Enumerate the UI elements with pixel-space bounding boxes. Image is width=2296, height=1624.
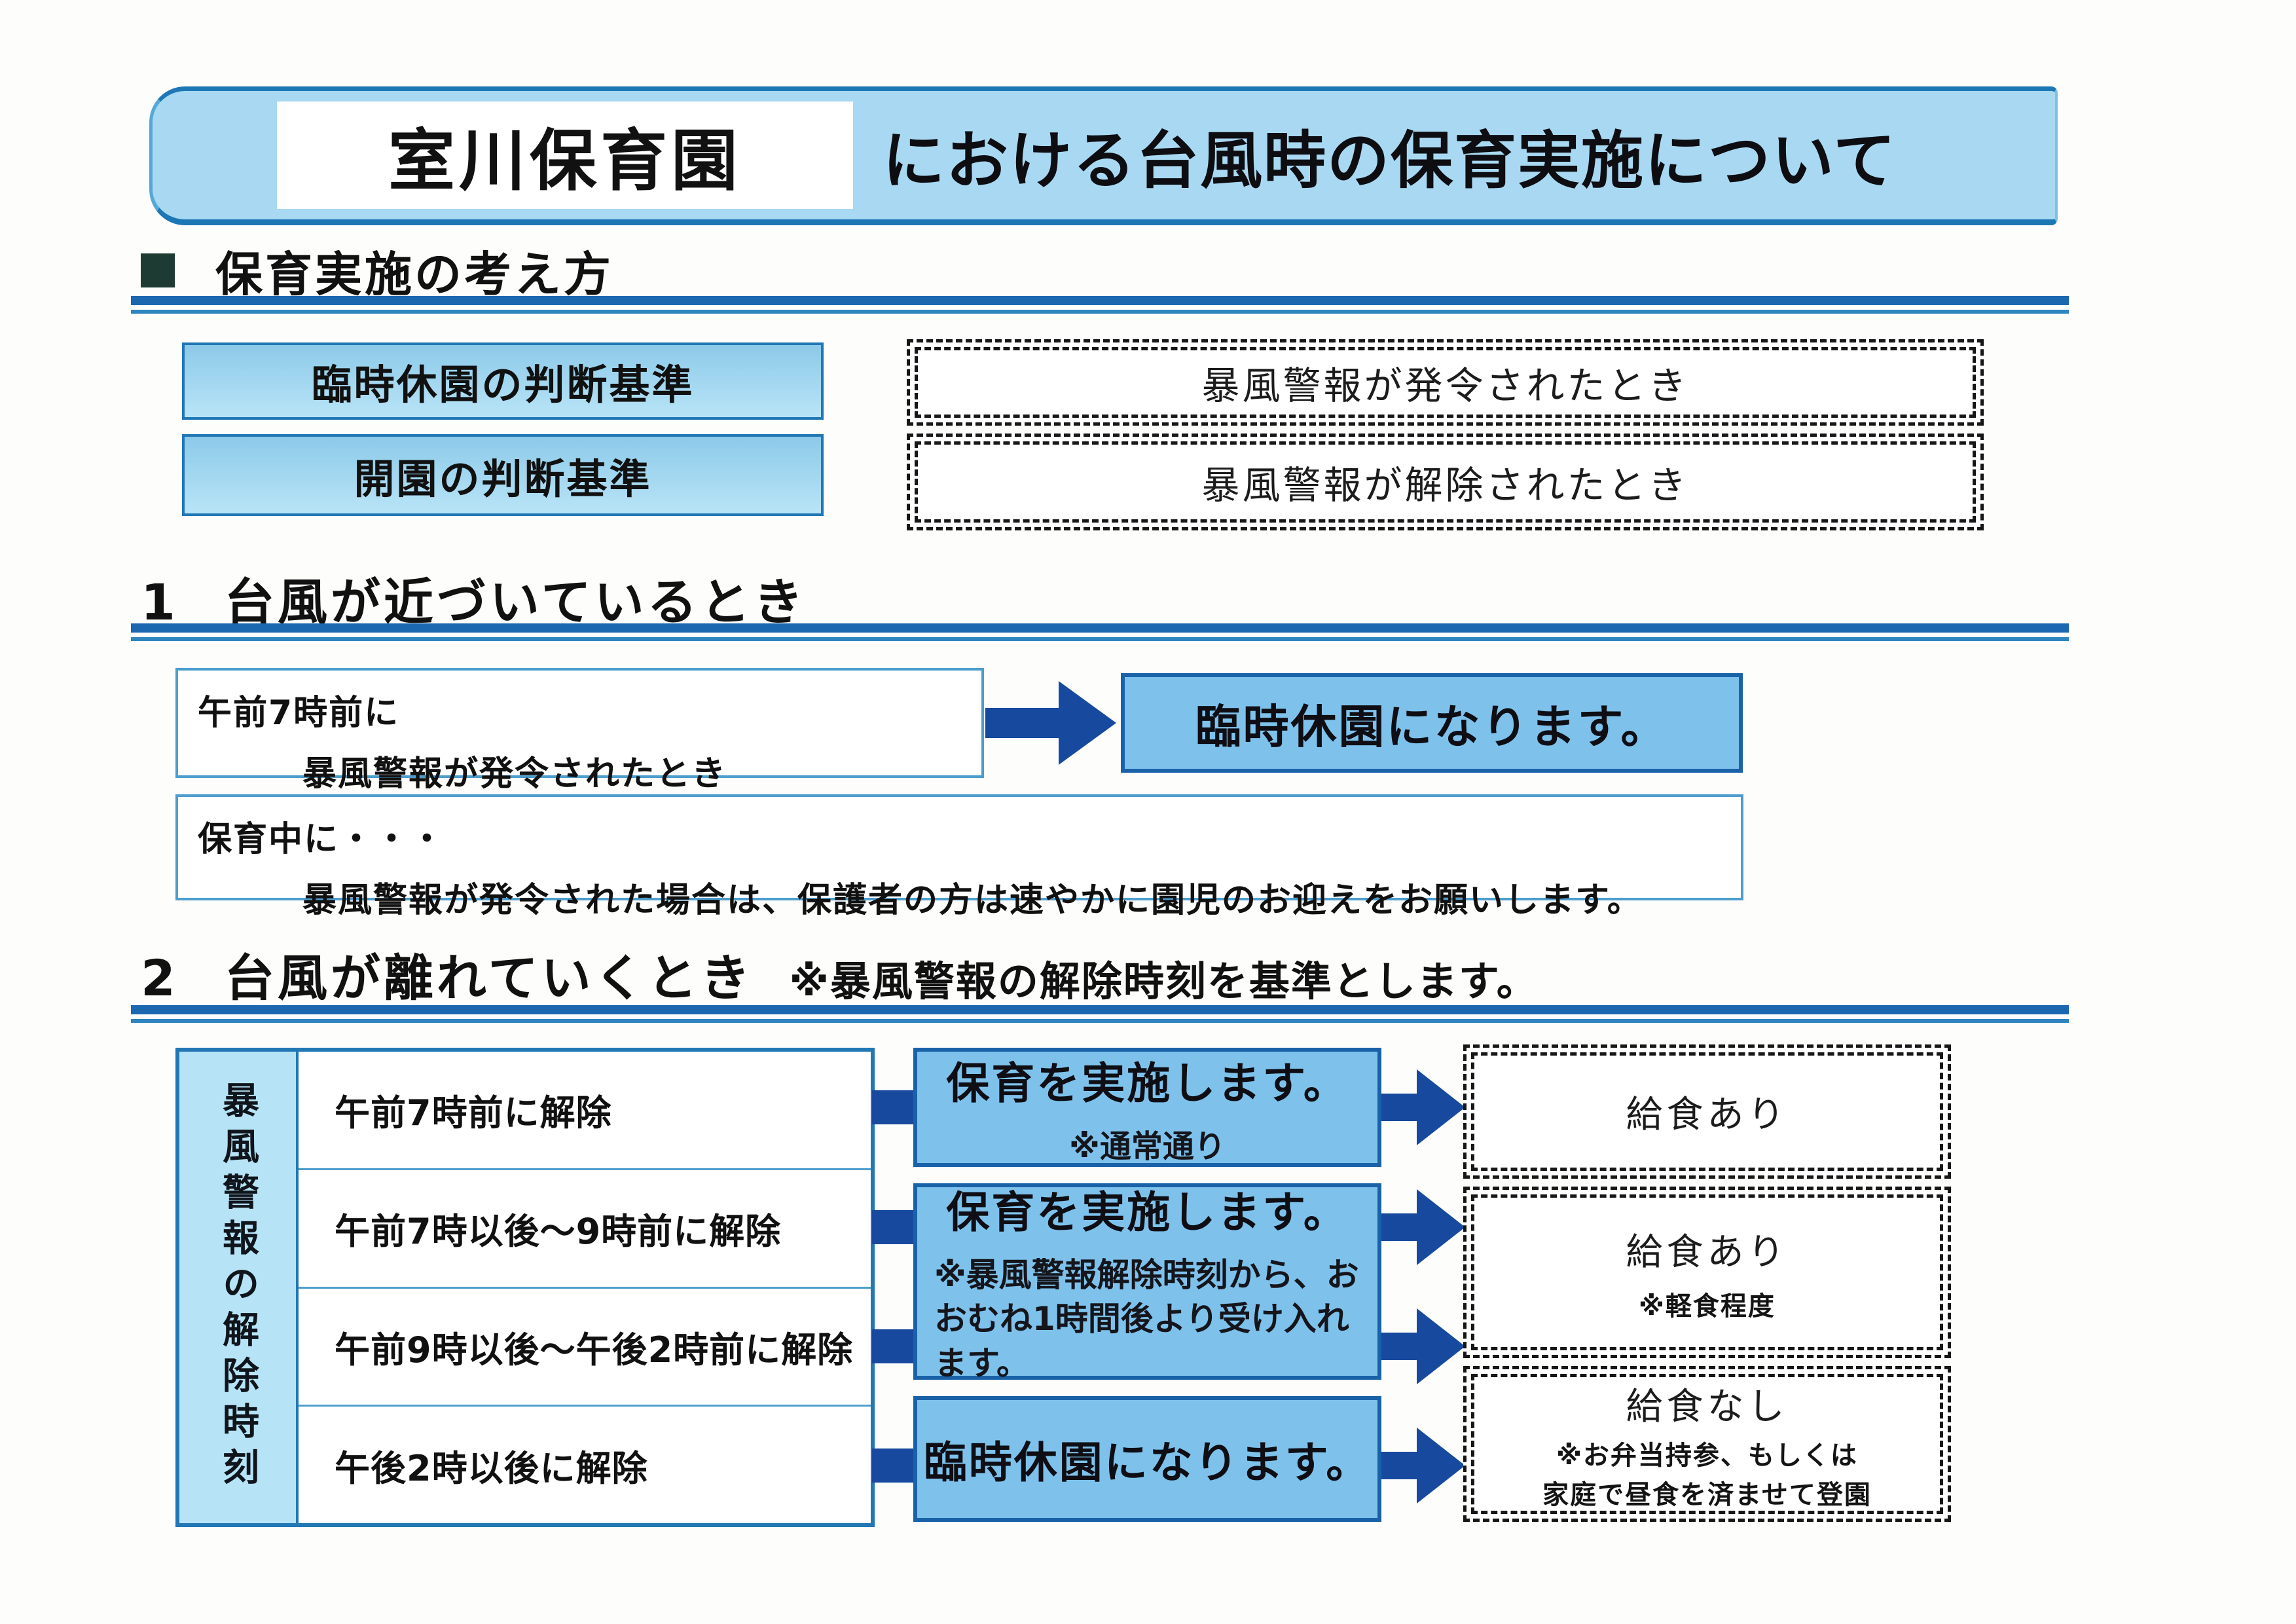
table-row: 午前9時以後～午後2時前に解除 <box>299 1289 871 1407</box>
connector-bar-icon <box>872 1210 915 1244</box>
meal-main: 給食なし <box>1626 1385 1789 1428</box>
opening-criteria-value: 暴風警報が解除されたとき <box>1201 463 1689 507</box>
morning-closure-result: 臨時休園になります。 <box>1195 699 1669 754</box>
during-care-line2: 暴風警報が発令された場合は、保護者の方は速やかに園児のお迎えをお願いします。 <box>302 881 1643 920</box>
meal-note: 家庭で昼食を済ませて登園 <box>1542 1479 1872 1510</box>
connector-bar-icon <box>872 1090 915 1124</box>
section-divider <box>131 296 2069 314</box>
section-policy-title: 保育実施の考え方 <box>215 247 614 302</box>
meal-note: ※お弁当持参、もしくは <box>1556 1440 1858 1471</box>
section2-note: ※暴風警報の解除時刻を基準とします。 <box>789 957 1539 1005</box>
opening-criteria-label: 開園の判断基準 <box>182 434 824 516</box>
right-arrow-icon <box>1381 1308 1465 1384</box>
result-main: 保育を実施します。 <box>946 1058 1349 1109</box>
right-arrow-icon <box>1381 1428 1465 1504</box>
section1-number: 1 <box>141 573 175 631</box>
meal-note: ※軽食程度 <box>1639 1291 1776 1321</box>
closure-criteria-value: 暴風警報が発令されたとき <box>1201 363 1689 408</box>
morning-warning-line1: 午前7時前に <box>198 693 400 733</box>
lift-time-table-header: 暴風警報の解除時刻 <box>179 1052 299 1523</box>
meal-main: 給食あり <box>1626 1230 1789 1274</box>
section-policy-heading: 保育実施の考え方 <box>141 236 613 304</box>
lift-time-table: 暴風警報の解除時刻 午前7時前に解除 午前7時以後～9時前に解除 午前9時以後～… <box>175 1048 875 1527</box>
nursery-name: 室川保育園 <box>277 101 853 209</box>
title-banner: 室川保育園 における台風時の保育実施について <box>149 86 2058 225</box>
connector-bar-icon <box>872 1329 915 1363</box>
section1-heading: 1 台風が近づいているとき <box>141 562 807 634</box>
table-row: 午後2時以後に解除 <box>335 1447 648 1489</box>
section-divider <box>131 623 2069 641</box>
square-bullet-icon <box>141 253 175 287</box>
result-note: ※暴風警報解除時刻から、おおむね1時間後より受け入れます。 <box>934 1255 1359 1382</box>
closure-criteria-value-box: 暴風警報が発令されたとき <box>907 339 1984 426</box>
result-box-closure: 臨時休園になります。 <box>913 1396 1381 1522</box>
meal-main: 給食あり <box>1626 1094 1789 1136</box>
section2-number: 2 <box>141 949 175 1007</box>
opening-criteria-value-box: 暴風警報が解除されたとき <box>907 434 1984 530</box>
page-title: における台風時の保育実施について <box>883 124 1897 197</box>
result-note: ※通常通り <box>1069 1128 1226 1165</box>
meal-box-lunch-light: 給食あり ※軽食程度 <box>1463 1187 1951 1358</box>
section2-title: 台風が離れていくとき <box>224 949 754 1007</box>
result-main: 臨時休園になります。 <box>923 1437 1372 1488</box>
right-arrow-icon <box>1381 1189 1465 1265</box>
result-box-normal-care: 保育を実施します。 ※通常通り <box>913 1048 1381 1167</box>
closure-criteria-label: 臨時休園の判断基準 <box>182 342 824 420</box>
result-box-delayed-care: 保育を実施します。 ※暴風警報解除時刻から、おおむね1時間後より受け入れます。 <box>913 1183 1381 1382</box>
meal-box-lunch-yes: 給食あり <box>1463 1044 1951 1179</box>
table-row: 午前7時前に解除 <box>299 1052 871 1170</box>
section2-heading: 2 台風が離れていくとき ※暴風警報の解除時刻を基準とします。 <box>141 938 1539 1010</box>
section-divider <box>131 1005 2069 1023</box>
table-row: 午前7時以後～9時前に解除 <box>299 1170 871 1289</box>
during-care-box: 保育中に・・・ 暴風警報が発令された場合は、保護者の方は速やかに園児のお迎えをお… <box>175 794 1743 920</box>
section1-title: 台風が近づいているとき <box>224 573 807 631</box>
result-main: 保育を実施します。 <box>946 1187 1349 1238</box>
meal-box-lunch-no: 給食なし ※お弁当持参、もしくは 家庭で昼食を済ませて登園 <box>1463 1366 1951 1522</box>
lift-time-header-text: 暴風警報の解除時刻 <box>216 1081 259 1494</box>
morning-closure-result-box: 臨時休園になります。 <box>1121 673 1743 773</box>
right-arrow-icon <box>985 681 1116 765</box>
right-arrow-icon <box>1381 1069 1465 1145</box>
connector-bar-icon <box>872 1449 915 1483</box>
morning-warning-box: 午前7時前に 暴風警報が発令されたとき <box>175 668 984 794</box>
during-care-line1: 保育中に・・・ <box>198 820 446 859</box>
morning-warning-line2: 暴風警報が発令されたとき <box>302 754 727 794</box>
